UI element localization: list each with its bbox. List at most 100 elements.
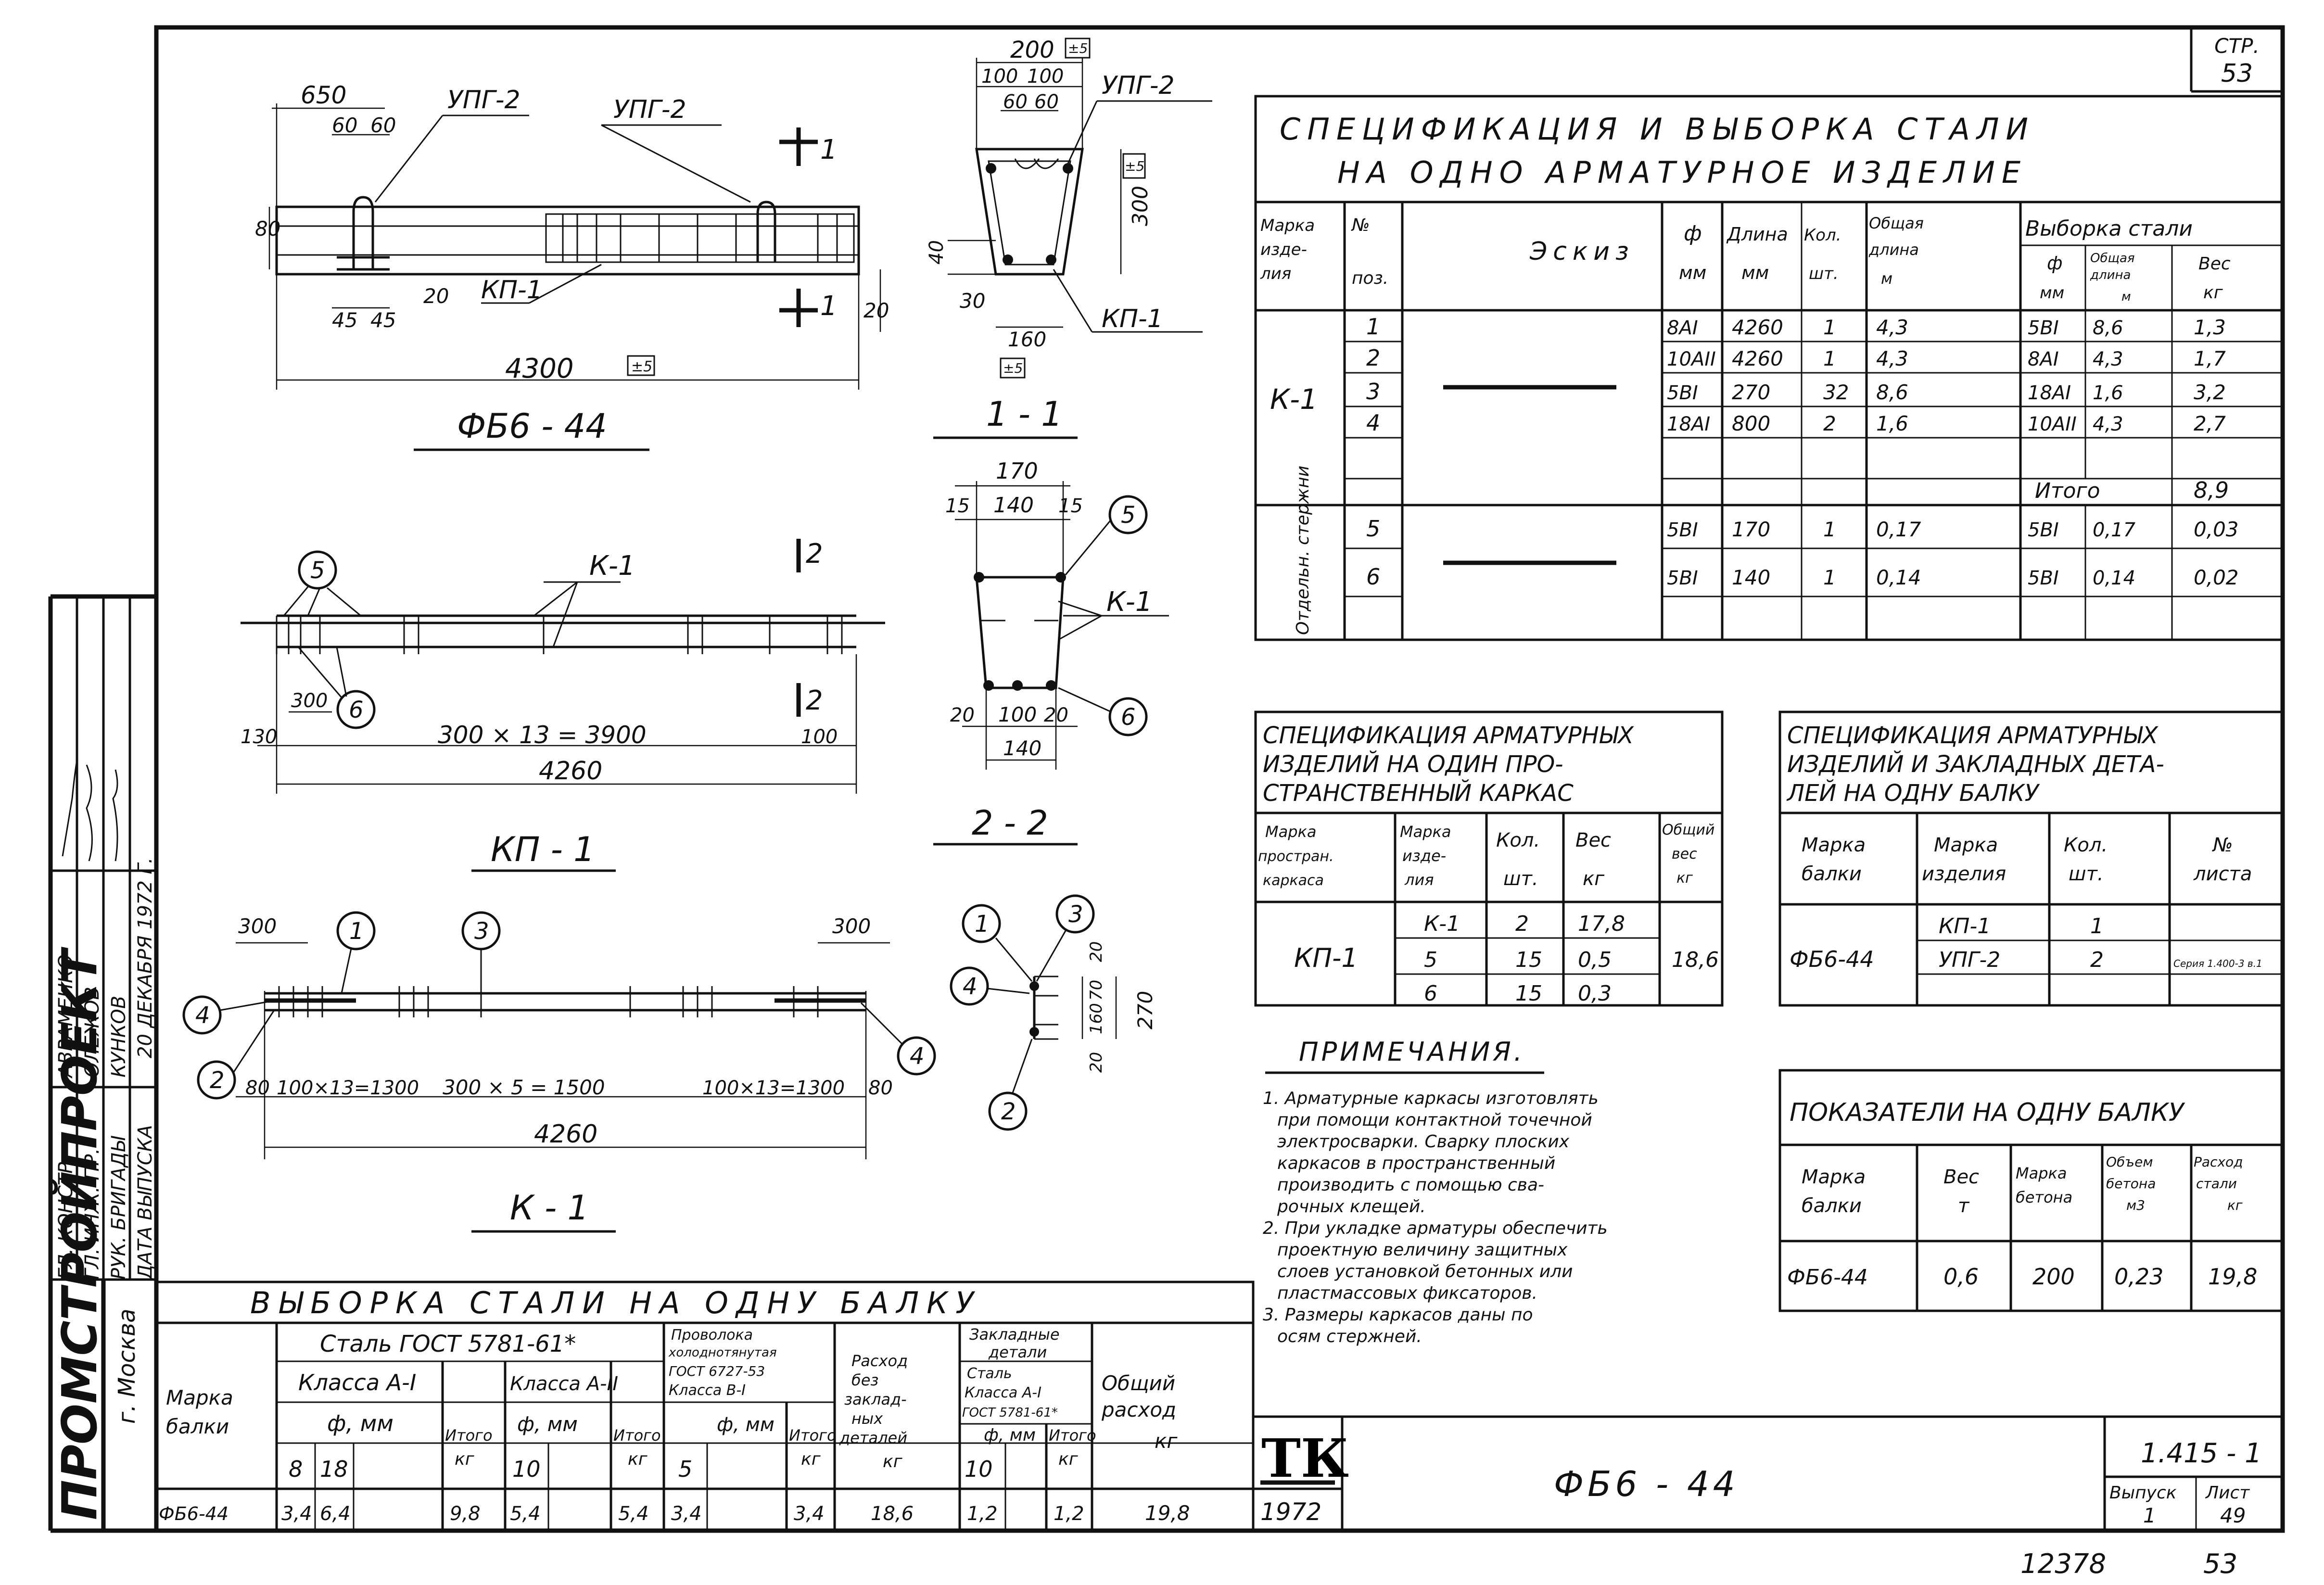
kp-cell-w: 0,5 — [1578, 948, 1612, 972]
svg-text:Расход: Расход — [851, 1352, 908, 1370]
k1s-dim: 20 — [1087, 1052, 1106, 1073]
k1s-label: 2 — [1001, 1098, 1016, 1125]
spec-cell-pos: 3 — [1366, 379, 1380, 405]
notes-line: 3. Размеры каркасов даны по — [1263, 1305, 1533, 1325]
ind-cell: 0,23 — [2114, 1264, 2163, 1290]
svg-text:Марка: Марка — [1934, 834, 1998, 856]
notes: ПРИМЕЧАНИЯ. — [1265, 1037, 1544, 1074]
fb-caption: ФБ6 - 44 — [457, 406, 607, 446]
bottom-page: 53 — [2203, 1548, 2237, 1580]
spec-cell-qty: 1 — [1823, 518, 1836, 541]
fb-dim: 45 — [370, 308, 396, 332]
s11-label: УПГ-2 — [1102, 71, 1175, 100]
svg-text:лия: лия — [1260, 264, 1291, 283]
spec-cell-total: 1,6 — [1876, 412, 1908, 435]
sel-row: 19,8 — [1145, 1501, 1190, 1525]
kp-dim: 300 × 13 = 3900 — [438, 721, 647, 749]
spec-cell-total: 4,3 — [1876, 347, 1908, 370]
k1s-dim: 20 — [1087, 941, 1106, 962]
sel-wire: Проволока — [671, 1327, 753, 1344]
svg-text:без: без — [851, 1371, 878, 1389]
sel-row: 1,2 — [967, 1503, 998, 1525]
s22-dim: 15 — [1058, 495, 1083, 517]
notes-line: 1. Арматурные каркасы изготовлять — [1263, 1089, 1599, 1108]
svg-text:кг: кг — [1058, 1449, 1079, 1469]
signatures — [62, 760, 118, 862]
svg-text:мм: мм — [1741, 262, 1769, 283]
s11-dim: 100 — [1027, 65, 1064, 88]
k-1-section: 20 70 160 20 270 1 3 4 2 — [950, 894, 1157, 1131]
sel-row: 3,4 — [671, 1503, 702, 1525]
fb-dim: 20 — [864, 299, 889, 322]
group-mark: К-1 — [1270, 383, 1318, 416]
k1-label: 4 — [195, 1002, 210, 1029]
svg-text:изделия: изделия — [1922, 863, 2006, 885]
sel-wire: Класса В-I — [669, 1382, 746, 1399]
svg-text:Марка: Марка — [1265, 823, 1316, 841]
notes-line: рочных клещей. — [1277, 1197, 1426, 1217]
spec-kp-mark: КП-1 — [1294, 943, 1358, 973]
stamp-role: ГЛ. КОНСТР. — [55, 1156, 77, 1280]
ind-cell: ФБ6-44 — [1787, 1265, 1868, 1290]
sel-row: 9,8 — [450, 1503, 481, 1525]
sel-wire: ГОСТ 6727-53 — [669, 1363, 765, 1379]
svg-text:5: 5 — [678, 1456, 692, 1482]
k1s-label: 1 — [975, 911, 990, 938]
svg-text:изде-: изде- — [1260, 240, 1307, 259]
stamp-name: ОЛЕЖОВ — [81, 987, 103, 1078]
beam-cell-sheet: Серия 1.400-3 в.1 — [2173, 958, 2262, 969]
group-mark: Отдельн. стержни — [1293, 466, 1313, 635]
fb-dim: 4300 — [505, 353, 574, 384]
kp-dim: 100 — [801, 726, 838, 748]
sel-class2: Класса А-II — [510, 1373, 618, 1395]
svg-text:Закладные: Закладные — [969, 1325, 1060, 1344]
spec-cell-qty: 1 — [1823, 316, 1836, 339]
k1-caption: К - 1 — [510, 1188, 589, 1228]
spec-cell-qty: 1 — [1823, 566, 1836, 589]
kp-cell-qty: 2 — [1515, 912, 1529, 936]
svg-text:шт.: шт. — [2069, 863, 2104, 885]
k1-label: 1 — [349, 918, 364, 945]
k1s-dim: 160 — [1087, 1003, 1106, 1034]
k1s-dim: 70 — [1087, 980, 1106, 1001]
spec-cell-total: 0,17 — [1876, 518, 1921, 541]
svg-text:расход: расход — [1101, 1398, 1176, 1421]
svg-text:кг: кг — [628, 1449, 648, 1469]
tb-issue-label: Выпуск — [2109, 1483, 2177, 1503]
sel-row: 6,4 — [320, 1503, 351, 1525]
hdr-mark: Марка — [1260, 216, 1315, 235]
svg-text:длина: длина — [1868, 241, 1919, 259]
kp-cell-item: 6 — [1424, 981, 1437, 1006]
beam-cell-item: КП-1 — [1939, 914, 1991, 938]
page-number-label: СТР. — [2214, 34, 2260, 58]
svg-text:Марка: Марка — [166, 1386, 233, 1409]
sel-row: ФБ6-44 — [159, 1503, 229, 1524]
tb-sheet-label: Лист — [2205, 1483, 2250, 1503]
svg-text:мм: мм — [1679, 262, 1706, 283]
spec-cell-len: 4260 — [1732, 316, 1783, 339]
kp-cell-w: 17,8 — [1578, 912, 1625, 936]
spec-cell-pos: 4 — [1366, 410, 1380, 436]
spec-cell-slen: 0,14 — [2093, 567, 2135, 589]
spec-kp-title: СПЕЦИФИКАЦИЯ АРМАТУРНЫХ — [1263, 722, 1634, 749]
spec-cell-slen: 1,6 — [2093, 382, 2123, 404]
s22-dim: 20 — [950, 704, 975, 726]
kp-label: 6 — [349, 697, 364, 723]
s11-dim: 60 — [1034, 91, 1059, 113]
k1-dim: 300 — [238, 914, 277, 938]
k1-label: 2 — [210, 1067, 225, 1094]
fb-label: УПГ-2 — [447, 86, 521, 114]
spec-main-table: СПЕЦИФИКАЦИЯ И ВЫБОРКА СТАЛИ НА ОДНО АРМ… — [1254, 95, 2284, 641]
s11-dim: ±5 — [1068, 40, 1088, 56]
k1-dim: 300 × 5 = 1500 — [443, 1076, 605, 1099]
s11-dim: ±5 — [1003, 360, 1023, 376]
svg-text:бетона: бетона — [2016, 1188, 2072, 1206]
svg-text:шт.: шт. — [1809, 264, 1839, 283]
beam-cell-item: УПГ-2 — [1939, 948, 2000, 972]
k1-dim: 100×13=1300 — [277, 1077, 419, 1099]
spec-cell-d: 18АI — [1667, 413, 1710, 435]
svg-text:Марка: Марка — [1802, 1166, 1866, 1188]
